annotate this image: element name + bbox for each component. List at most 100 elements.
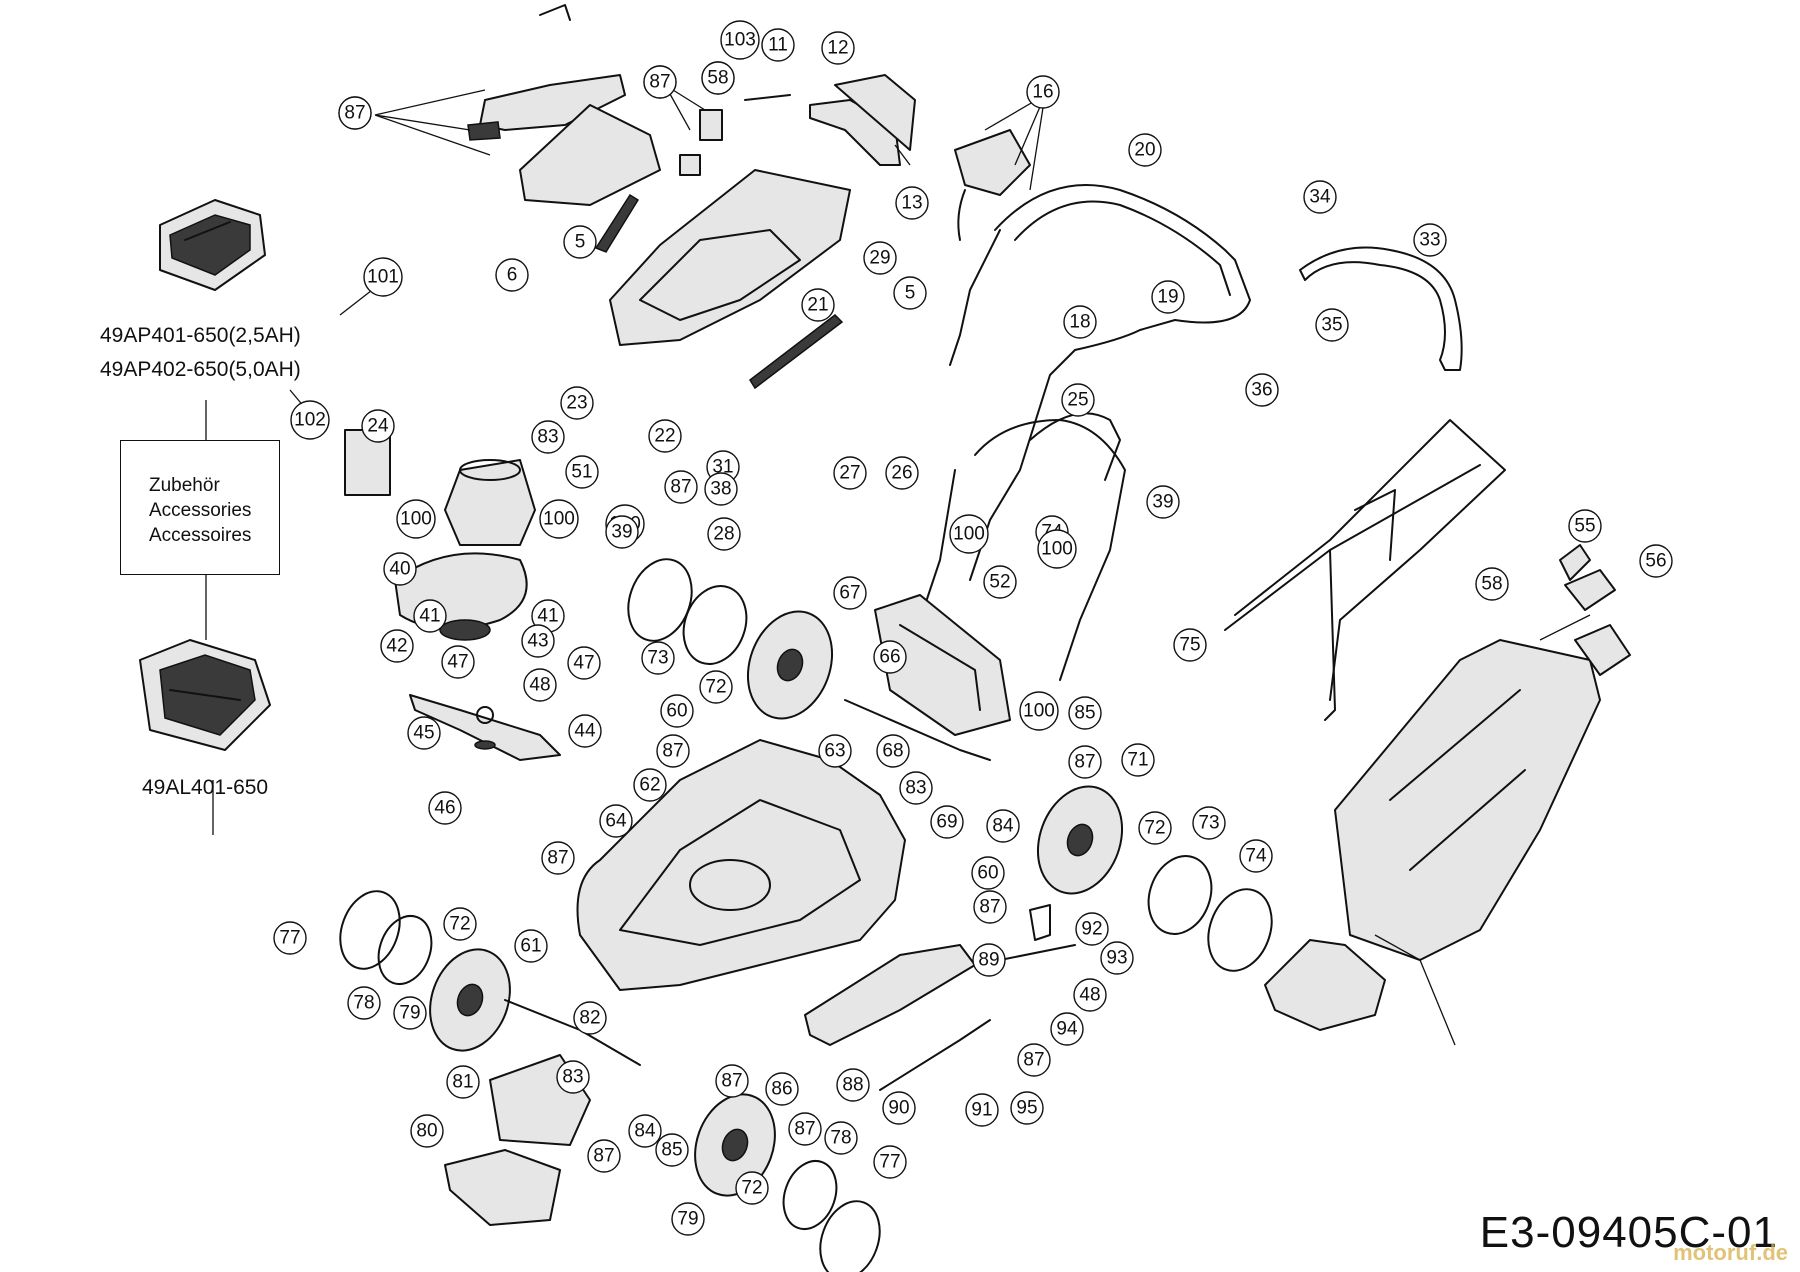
callout-bubble [765,1072,799,1106]
callout-label: 36 [1251,380,1272,401]
callout-bubble [1146,485,1180,519]
callout-label: 67 [839,583,860,604]
callout-bubble [383,552,417,586]
callout-bubble [1075,912,1109,946]
callout-label: 78 [353,993,374,1014]
callout-bubble [1639,544,1673,578]
mower-deck-drawing [576,739,976,1046]
handle-drawing [919,184,1251,681]
callout-bubble [587,1139,621,1173]
callout-label: 89 [978,950,999,971]
callout-label: 18 [1069,312,1090,333]
callout-bubble [699,670,733,704]
callout-label: 92 [1081,919,1102,940]
callout-bubble [556,1060,590,1094]
callout-label: 83 [562,1067,583,1088]
callout-label: 62 [639,775,660,796]
callout-bubble [363,257,403,297]
callout-label: 75 [1179,635,1200,656]
callout-label: 100 [400,509,432,530]
callout-bubble [735,1171,769,1205]
callout-bubble [541,841,575,875]
callout-bubble [965,1093,999,1127]
tube-33-drawing [1299,246,1463,371]
callout-label: 82 [579,1008,600,1029]
callout-label: 79 [677,1209,698,1230]
callout-label: 77 [279,928,300,949]
callout-label: 87 [979,897,1000,918]
callout-label: 69 [936,812,957,833]
callout-label: 41 [419,606,440,627]
callout-label: 33 [1419,230,1440,251]
callout-label: 101 [367,267,399,288]
callout-label: 86 [771,1079,792,1100]
callout-label: 100 [1023,701,1055,722]
callout-bubble [983,565,1017,599]
callout-label: 41 [537,606,558,627]
callout-bubble [788,1112,822,1146]
callout-label: 5 [575,232,586,253]
callout-label: 39 [611,522,632,543]
callout-bubble [1073,978,1107,1012]
callout-bubble [704,472,738,506]
callout-bubble [1315,308,1349,342]
callout-label: 87 [547,848,568,869]
callout-bubble [801,288,835,322]
callout-bubble [1568,509,1602,543]
callout-label: 84 [634,1121,656,1142]
callout-bubble [573,1001,607,1035]
callout-bubble [836,1068,870,1102]
callout-label: 60 [977,863,998,884]
callout-label: 44 [574,721,596,742]
callout-bubble [605,515,639,549]
callout-label: 100 [1041,539,1073,560]
callout-bubble [701,61,735,95]
callout-label: 56 [1645,551,1666,572]
callout-label: 83 [537,427,558,448]
callout-label: 87 [670,477,691,498]
callout-label: 48 [529,675,550,696]
charger-model: 49AL401-650 [142,776,269,799]
callout-bubble [1245,373,1279,407]
callout-bubble [628,1114,662,1148]
callout-label: 46 [434,798,455,819]
cover-flap-drawing [1559,544,1631,676]
callout-bubble [930,805,964,839]
callout-label: 73 [1198,813,1219,834]
callout-label: 72 [1144,818,1165,839]
callout-bubble [1128,133,1162,167]
callout-bubble [863,241,897,275]
callout-label: 40 [389,559,410,580]
callout-bubble [660,694,694,728]
callout-bubble [1121,743,1155,777]
callout-label: 34 [1309,187,1331,208]
callout-label: 58 [1481,574,1502,595]
callout-label: 91 [971,1100,992,1121]
callout-bubble [338,96,372,130]
callout-label: 20 [1134,140,1155,161]
callout-bubble [1138,811,1172,845]
callout-label: 74 [1245,846,1267,867]
callout-label: 85 [1074,703,1095,724]
callout-bubble [1192,806,1226,840]
callout-bubble [1151,280,1185,314]
callout-bubble [393,996,427,1030]
callout-label: 87 [1023,1050,1044,1071]
callout-label: 60 [666,701,687,722]
callout-bubble [1017,1043,1051,1077]
callout-label: 71 [1127,750,1148,771]
callout-label: 6 [507,265,518,286]
callout-bubble [1050,1012,1084,1046]
switch-parts-drawing [679,74,916,176]
callout-label: 23 [566,393,587,414]
callout-bubble [441,645,475,679]
callout-bubble [707,517,741,551]
callout-label: 38 [710,479,731,500]
callout-bubble [882,1091,916,1125]
callout-bubble [446,1065,480,1099]
callout-label: 45 [413,723,434,744]
callout-label: 87 [344,103,365,124]
callout-bubble [633,768,667,802]
callout-label: 51 [571,462,592,483]
callout-bubble [833,456,867,490]
